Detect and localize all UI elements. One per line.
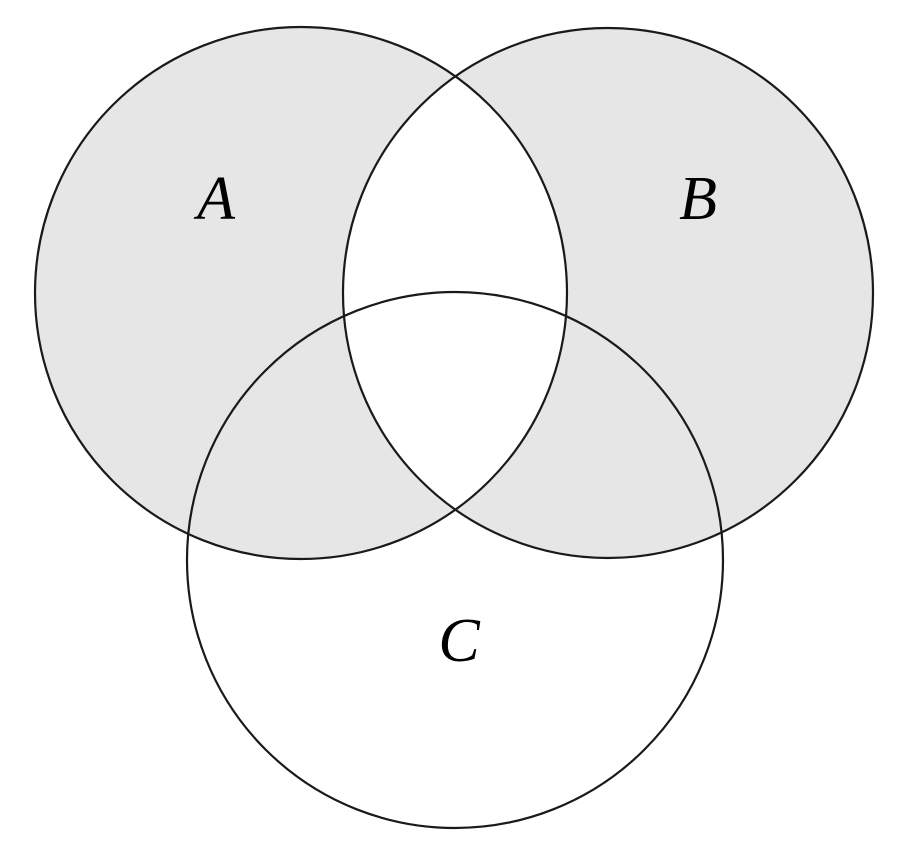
set-label-b: B (679, 165, 717, 233)
set-label-a: A (193, 165, 236, 233)
circle-outline-c[interactable] (185, 290, 725, 830)
circle-outline-b[interactable] (341, 26, 875, 560)
set-label-c: C (438, 607, 480, 675)
circle-outline-a[interactable] (33, 25, 569, 561)
